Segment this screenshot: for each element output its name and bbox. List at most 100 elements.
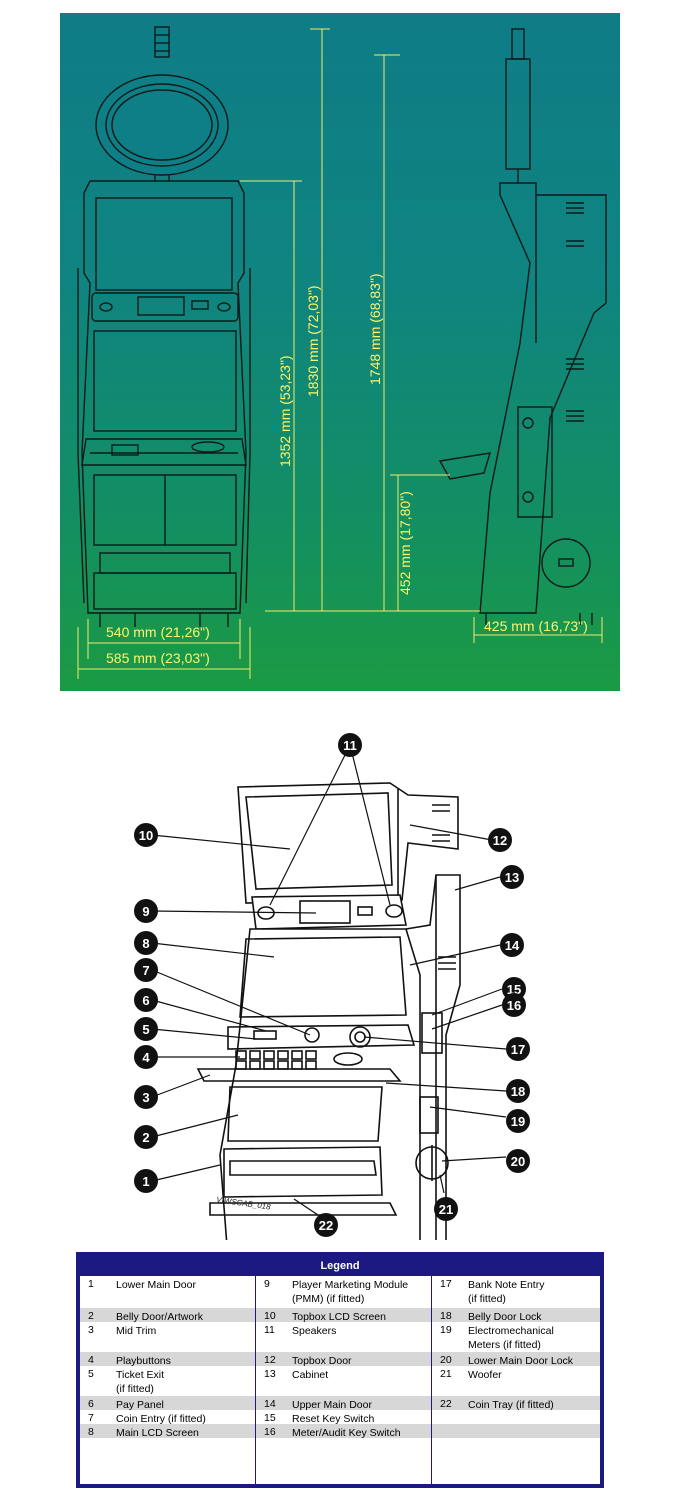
dim-width-inner: 540 mm (21,26") [106,624,210,640]
legend-item-number: 6 [88,1398,94,1410]
svg-text:5: 5 [142,1022,149,1037]
legend-item-label: Electromechanical Meters (if fitted) [468,1325,554,1351]
legend-item-label: Meter/Audit Key Switch [292,1427,401,1439]
svg-text:15: 15 [507,982,521,997]
side-woofer [541,538,591,588]
callout-6: 6 [134,988,158,1012]
legend-item-number: 16 [264,1426,276,1438]
callouts: 11 10 12 13 9 8 14 7 15 6 16 5 17 4 18 3… [134,733,530,1237]
svg-text:12: 12 [493,833,507,848]
dim-side-height: 1748 mm (68,83") [367,273,383,385]
legend-row: 16 Meter/Audit Key Switch [256,1424,431,1439]
svg-text:21: 21 [439,1202,453,1217]
callout-16: 16 [502,993,526,1017]
svg-text:2: 2 [142,1130,149,1145]
main-screen-front [93,330,237,432]
legend-row: 21 Woofer [432,1366,600,1396]
dim-depth: 425 mm (16,73") [484,618,588,634]
legend-item-label: Topbox LCD Screen [292,1311,386,1323]
legend-item-label: Belly Door/Artwork [116,1311,203,1323]
legend-item-number: 12 [264,1354,276,1366]
legend-item-number: 18 [440,1310,452,1322]
svg-text:6: 6 [142,993,149,1008]
callout-7: 7 [134,958,158,982]
topbox-screen-front [95,197,233,291]
topper-oval [95,74,229,176]
svg-text:1: 1 [142,1174,149,1189]
legend-item-label: Coin Entry (if fitted) [116,1413,206,1425]
svg-text:8: 8 [142,936,149,951]
callout-11: 11 [338,733,362,757]
callout-19: 19 [506,1109,530,1133]
legend-item-number: 17 [440,1278,452,1290]
callout-1: 1 [134,1169,158,1193]
callout-22: 22 [314,1213,338,1237]
legend-item-number: 5 [88,1368,94,1380]
legend-row [432,1410,600,1424]
dimension-lines [77,28,603,679]
svg-text:16: 16 [507,998,521,1013]
legend-item-label: Speakers [292,1325,337,1337]
svg-text:10: 10 [139,828,153,843]
legend-item-number: 2 [88,1310,94,1322]
legend-row: 2 Belly Door/Artwork [80,1308,255,1323]
legend-row: 15 Reset Key Switch [256,1410,431,1425]
callout-4: 4 [134,1045,158,1069]
callout-9: 9 [134,899,158,923]
legend-item-number: 10 [264,1310,276,1322]
callout-12: 12 [488,828,512,852]
side-bill-box [517,406,553,518]
svg-text:14: 14 [505,938,520,953]
legend-item-number: 21 [440,1368,452,1380]
dim-height-total: 1830 mm (72,03") [305,285,321,397]
callout-20: 20 [506,1149,530,1173]
legend-item-number: 15 [264,1412,276,1424]
legend-divider [255,1276,256,1484]
legend-title: Legend [80,1256,600,1276]
legend-row: 10 Topbox LCD Screen [256,1308,431,1323]
callout-13: 13 [500,865,524,889]
legend-divider [431,1276,432,1484]
svg-text:11: 11 [343,738,357,753]
callout-18: 18 [506,1079,530,1103]
legend-item-number: 22 [440,1398,452,1410]
legend-item-label: Lower Main Door Lock [468,1355,574,1367]
svg-text:9: 9 [142,904,149,919]
cabinet-front-outline [81,180,247,614]
dim-width-outer: 585 mm (23,03") [106,650,210,666]
svg-text:17: 17 [511,1042,525,1057]
parts-diagram: VIWSCAB_018 11 10 12 13 9 8 14 7 15 [134,733,530,1240]
legend-item-label: Upper Main Door [292,1399,372,1411]
legend-item-label: Lower Main Door [116,1279,196,1291]
legend-item-number: 4 [88,1354,94,1366]
svg-text:20: 20 [511,1154,525,1169]
svg-text:13: 13 [505,870,519,885]
legend-item-number: 1 [88,1278,94,1290]
callout-14: 14 [500,933,524,957]
svg-text:22: 22 [319,1218,333,1233]
legend-item-label: Player Marketing Module (PMM) (if fitted… [292,1279,409,1305]
dimension-drawing-panel: 1352 mm (53,23") 1830 mm (72,03") 1748 m… [60,13,620,691]
side-vents [566,202,584,422]
legend-table: Legend 1 Lower Main Door 2 Belly Door/Artwo… [76,1252,604,1488]
callout-17: 17 [506,1037,530,1061]
coin-tray-front [99,552,231,574]
callout-21: 21 [434,1197,458,1221]
legend-row: 4 Playbuttons [80,1352,255,1367]
legend-item-number: 13 [264,1368,276,1380]
legend-item-label: Reset Key Switch [292,1413,375,1425]
legend-item-number: 8 [88,1426,94,1438]
legend-item-label: Woofer [468,1369,502,1381]
legend-item-label: Playbuttons [116,1355,171,1367]
svg-text:3: 3 [142,1090,149,1105]
dim-seat-height: 452 mm (17,80") [397,491,413,595]
